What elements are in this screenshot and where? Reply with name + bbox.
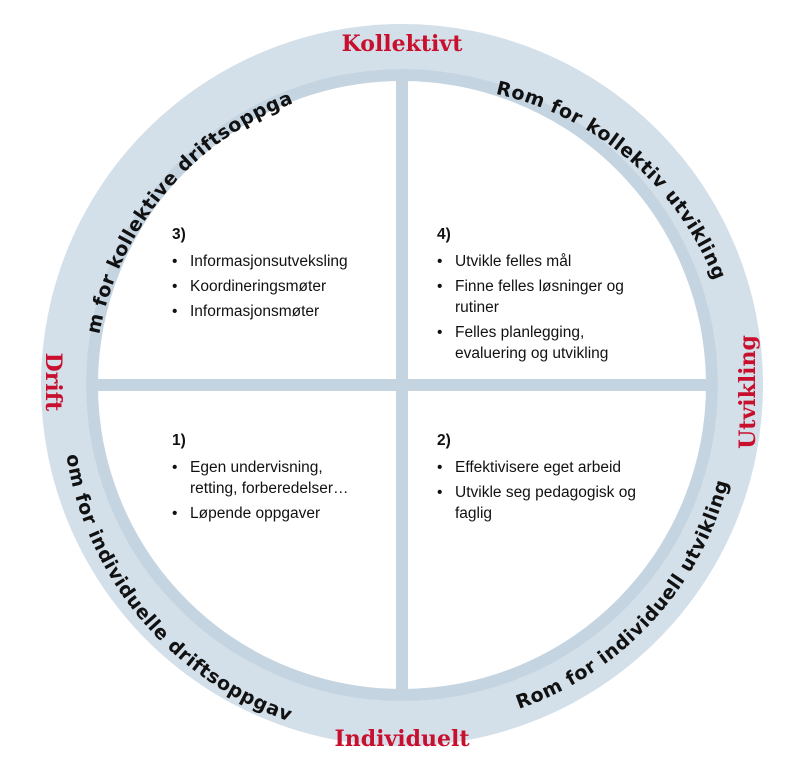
- horizontal-divider: [92, 379, 712, 391]
- quadrant-list: Utvikle felles mål Finne felles løsninge…: [437, 251, 652, 364]
- axis-label-bottom: Individuelt: [334, 726, 470, 752]
- axis-label-left: Drift: [40, 353, 66, 412]
- quadrant-2: 2) Effektivisere eget arbeid Utvikle seg…: [437, 430, 657, 528]
- axis-label-top: Kollektivt: [342, 31, 464, 57]
- list-item: Utvikle seg pedagogisk og faglig: [437, 482, 657, 524]
- quadrant-number: 2): [437, 432, 451, 449]
- quadrant-3: 3) Informasjonsutveksling Koordineringsm…: [172, 224, 392, 326]
- quadrant-list: Informasjonsutveksling Koordineringsmøte…: [172, 251, 392, 322]
- quadrant-number: 1): [172, 432, 186, 449]
- quadrant-list: Effektivisere eget arbeid Utvikle seg pe…: [437, 457, 657, 524]
- list-item: Utvikle felles mål: [437, 251, 652, 272]
- list-item: Informasjonsutveksling: [172, 251, 392, 272]
- quadrant-1: 1) Egen undervisning, retting, forberede…: [172, 430, 372, 528]
- list-item: Informasjonsmøter: [172, 301, 392, 322]
- list-item: Egen undervisning, retting, forberedelse…: [172, 457, 372, 499]
- list-item: Koordineringsmøter: [172, 276, 392, 297]
- list-item: Effektivisere eget arbeid: [437, 457, 657, 478]
- quadrant-4: 4) Utvikle felles mål Finne felles løsni…: [437, 224, 652, 368]
- list-item: Felles planlegging, evaluering og utvikl…: [437, 322, 652, 364]
- list-item: Løpende oppgaver: [172, 503, 372, 524]
- quadrant-number: 4): [437, 226, 451, 243]
- quadrant-number: 3): [172, 226, 186, 243]
- quadrant-list: Egen undervisning, retting, forberedelse…: [172, 457, 372, 524]
- axis-label-right: Utvikling: [735, 335, 761, 449]
- list-item: Finne felles løsninger og rutiner: [437, 276, 652, 318]
